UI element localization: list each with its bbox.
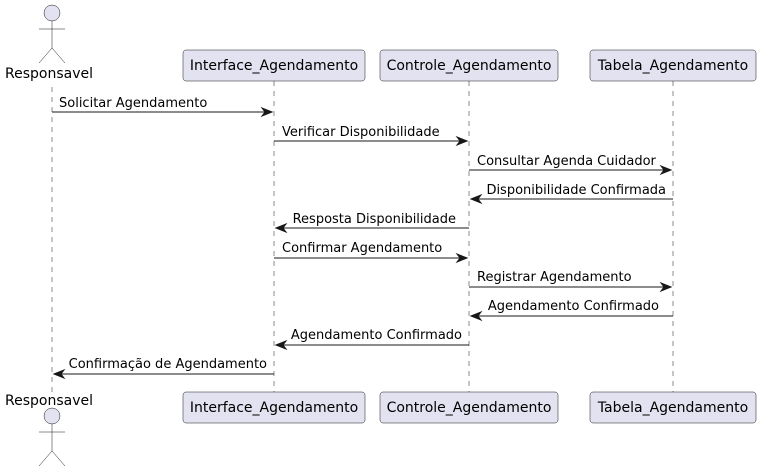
- message-1: Solicitar Agendamento: [52, 96, 274, 118]
- arrow-left-icon: [469, 193, 483, 205]
- arrow-left-icon: [274, 339, 288, 351]
- message-label: Registrar Agendamento: [477, 270, 632, 285]
- arrow-left-icon: [52, 368, 66, 380]
- message-label: Resposta Disponibilidade: [293, 212, 456, 227]
- message-label: Verificar Disponibilidade: [282, 125, 440, 140]
- participant-label: Controle_Agendamento: [387, 400, 552, 416]
- message-6: Confirmar Agendamento: [274, 241, 469, 264]
- message-3: Consultar Agenda Cuidador: [469, 154, 673, 176]
- arrow-right-icon: [455, 135, 469, 147]
- participant-controle-agendamento-bottom: Controle_Agendamento: [379, 391, 559, 424]
- arrow-left-icon: [274, 222, 288, 234]
- message-4: Disponibilidade Confirmada: [469, 183, 673, 205]
- arrow-right-icon: [659, 164, 673, 176]
- actor-left-leg: [38, 47, 53, 64]
- message-9: Agendamento Confirmado: [274, 328, 469, 351]
- participant-interface-agendamento-bottom: Interface_Agendamento: [182, 391, 366, 424]
- participant-label: Interface_Agendamento: [190, 58, 358, 74]
- participant-controle-agendamento-top: Controle_Agendamento: [379, 49, 559, 82]
- message-7: Registrar Agendamento: [469, 270, 673, 293]
- message-8: Agendamento Confirmado: [469, 299, 673, 322]
- actor-head-icon: [43, 4, 61, 22]
- message-label: Confirmar Agendamento: [282, 241, 442, 256]
- arrow-right-icon: [455, 252, 469, 264]
- actor-label-bottom: Responsavel: [5, 393, 93, 409]
- actor-bottom: Responsavel: [5, 393, 93, 467]
- participant-label: Interface_Agendamento: [190, 400, 358, 416]
- arrow-right-icon: [260, 106, 274, 118]
- participant-label: Tabela_Agendamento: [597, 58, 748, 74]
- message-label: Agendamento Confirmado: [291, 328, 462, 343]
- actor-label-top: Responsavel: [5, 66, 93, 82]
- participant-label: Tabela_Agendamento: [597, 400, 748, 416]
- actor-top: Responsavel: [5, 4, 93, 82]
- participant-label: Controle_Agendamento: [387, 58, 552, 74]
- actor-head-icon: [43, 407, 61, 425]
- message-label: Disponibilidade Confirmada: [486, 183, 666, 198]
- message-2: Verificar Disponibilidade: [274, 125, 469, 147]
- participant-tabela-agendamento-top: Tabela_Agendamento: [589, 49, 757, 82]
- actor-right-leg: [51, 450, 66, 467]
- message-10: Confirmação de Agendamento: [52, 357, 274, 380]
- message-label: Confirmação de Agendamento: [69, 357, 267, 372]
- message-5: Resposta Disponibilidade: [274, 212, 469, 234]
- message-label: Solicitar Agendamento: [59, 96, 207, 111]
- participant-interface-agendamento-top: Interface_Agendamento: [182, 49, 366, 82]
- message-label: Agendamento Confirmado: [488, 299, 659, 314]
- actor-right-leg: [51, 47, 66, 64]
- message-label: Consultar Agenda Cuidador: [477, 154, 657, 169]
- arrow-right-icon: [659, 281, 673, 293]
- participant-tabela-agendamento-bottom: Tabela_Agendamento: [589, 391, 757, 424]
- arrow-left-icon: [469, 310, 483, 322]
- actor-left-leg: [38, 450, 53, 467]
